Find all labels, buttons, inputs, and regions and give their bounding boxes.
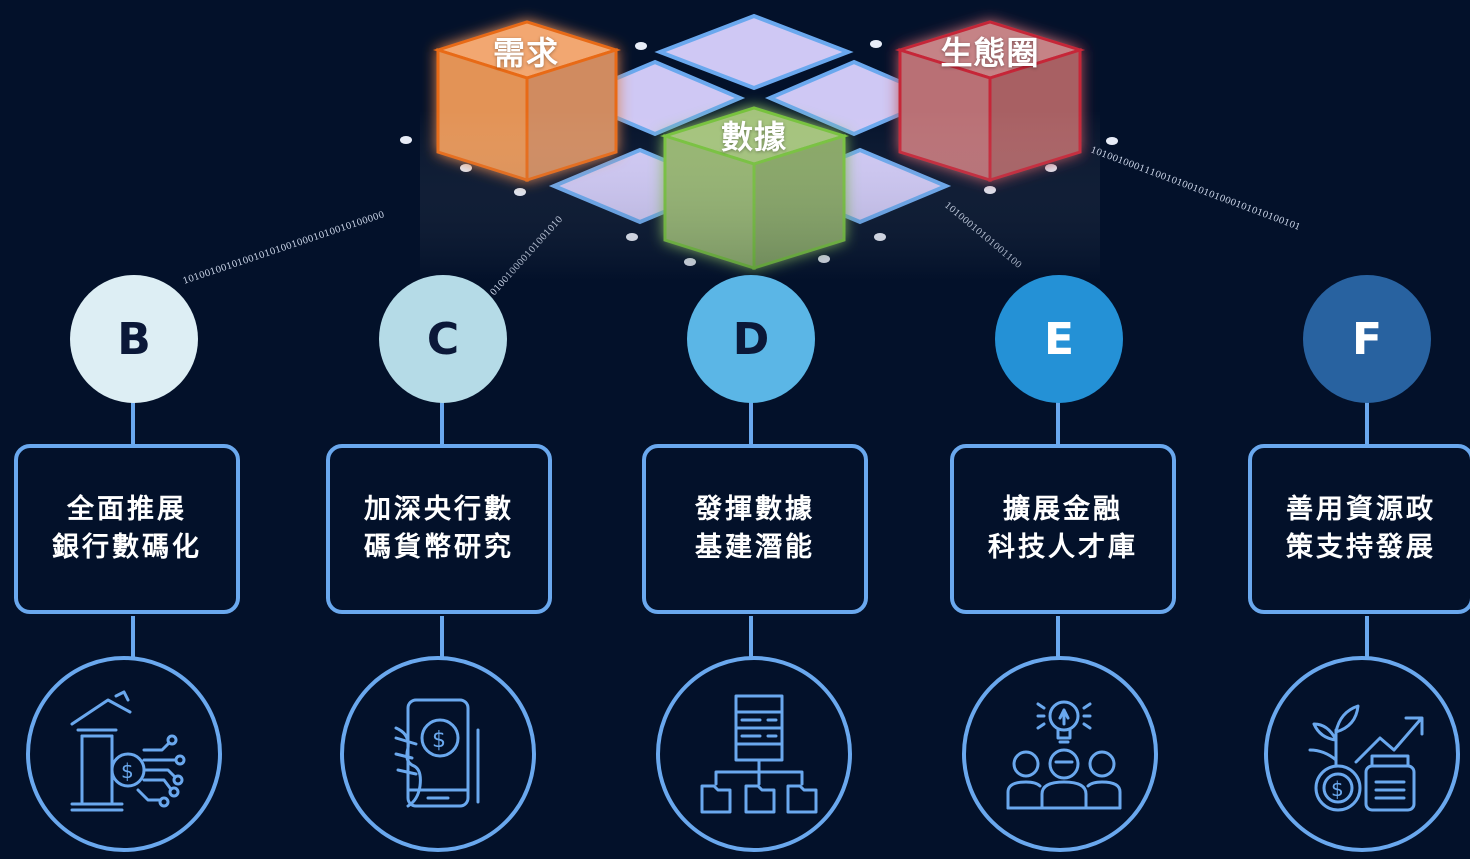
card-f-line-2: 策支持發展 — [1286, 532, 1436, 563]
card-d-line-2: 基建潛能 — [695, 532, 815, 563]
card-d: 發揮數據 基建潛能 — [642, 444, 868, 614]
card-c-line-2: 碼貨幣研究 — [364, 532, 514, 563]
growth-investment-icon: $ — [1264, 656, 1460, 852]
svg-text:$: $ — [121, 759, 134, 783]
svg-text:$: $ — [432, 728, 446, 753]
letter-b: B — [117, 313, 151, 365]
card-f-line-1: 善用資源政 — [1286, 494, 1436, 525]
letter-f: F — [1351, 313, 1383, 365]
card-b-line-2: 銀行數碼化 — [52, 532, 202, 563]
letter-d: D — [732, 313, 770, 365]
letter-c: C — [426, 313, 460, 365]
card-b: 全面推展 銀行數碼化 — [14, 444, 240, 614]
talent-team-icon — [962, 656, 1158, 852]
svg-text:$: $ — [1331, 777, 1344, 801]
bank-digital-icon: $ — [26, 656, 222, 852]
letter-circle-d: D — [687, 275, 815, 403]
binary-string-left-1: 1010010010100101010010001010010100000 — [182, 210, 386, 287]
card-d-line-1: 發揮數據 — [695, 494, 815, 525]
demand-label: 需求 — [492, 34, 559, 72]
data-label: 數據 — [720, 118, 787, 156]
letter-circle-c: C — [379, 275, 507, 403]
ecosystem-label: 生態圈 — [940, 34, 1040, 72]
card-f: 善用資源政 策支持發展 — [1248, 444, 1470, 614]
card-e-line-1: 擴展金融 — [1003, 494, 1123, 525]
binary-string-right-2: 101001000111001010010101000101010100101 — [1089, 145, 1302, 233]
letter-circle-e: E — [995, 275, 1123, 403]
letter-e: E — [1043, 313, 1075, 365]
card-c-line-1: 加深央行數 — [364, 494, 514, 525]
mobile-payment-icon: $ — [340, 656, 536, 852]
card-e: 擴展金融 科技人才庫 — [950, 444, 1176, 614]
card-c: 加深央行數 碼貨幣研究 — [326, 444, 552, 614]
letter-circle-b: B — [70, 275, 198, 403]
card-e-line-2: 科技人才庫 — [988, 532, 1138, 563]
server-network-icon — [656, 656, 852, 852]
card-b-line-1: 全面推展 — [67, 494, 187, 525]
letter-circle-f: F — [1303, 275, 1431, 403]
